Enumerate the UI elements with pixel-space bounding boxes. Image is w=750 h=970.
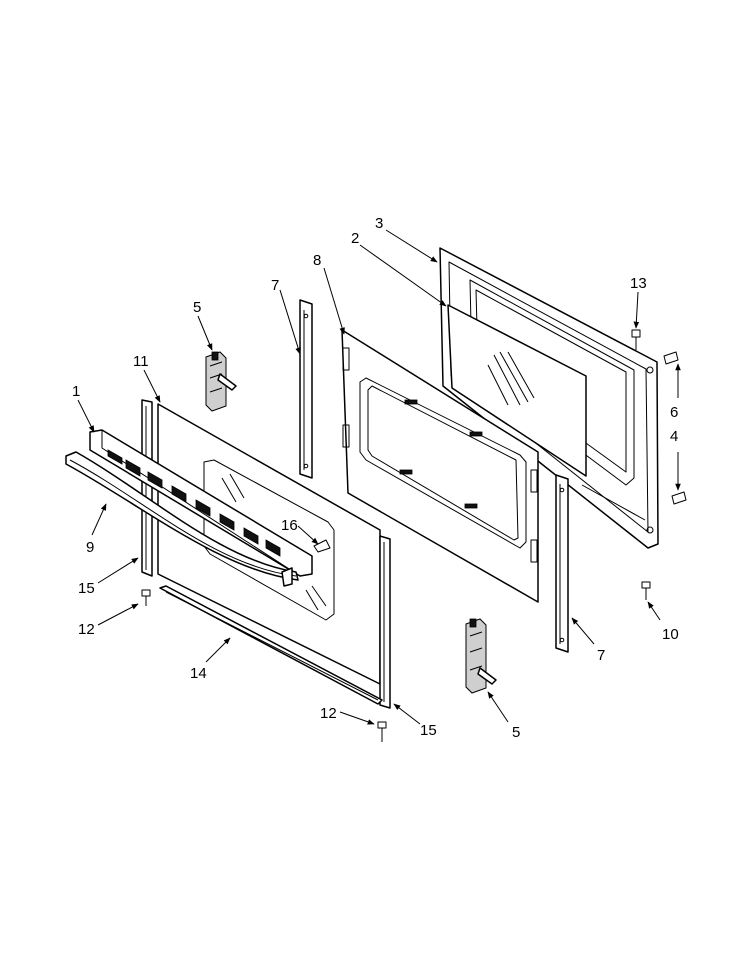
callout-5-top: 5 bbox=[193, 299, 201, 316]
callout-1: 1 bbox=[72, 383, 80, 400]
callout-7-left: 7 bbox=[271, 277, 279, 294]
part-16-screw bbox=[313, 539, 331, 553]
part-15-left-trim bbox=[141, 399, 153, 577]
callout-16: 16 bbox=[281, 517, 298, 534]
callout-10: 10 bbox=[662, 626, 679, 643]
callout-6: 6 bbox=[670, 404, 678, 421]
part-1-vent-panel bbox=[89, 429, 313, 577]
part-7-right-channel bbox=[555, 474, 569, 653]
part-5-top-hinge bbox=[205, 351, 237, 412]
callout-8: 8 bbox=[313, 252, 321, 269]
callout-12-right: 12 bbox=[320, 705, 337, 722]
part-7-left-channel bbox=[299, 299, 313, 479]
callout-15-right: 15 bbox=[420, 722, 437, 739]
callout-13: 13 bbox=[630, 275, 647, 292]
part-5-bottom-hinge bbox=[465, 618, 497, 694]
callout-4: 4 bbox=[670, 428, 678, 445]
part-10-screw bbox=[641, 581, 651, 600]
callout-2: 2 bbox=[351, 230, 359, 247]
part-6-screw bbox=[663, 351, 679, 365]
callout-9: 9 bbox=[86, 539, 94, 556]
part-15-right-trim bbox=[379, 535, 391, 709]
callout-14: 14 bbox=[190, 665, 207, 682]
leader-lines bbox=[77, 229, 681, 725]
callout-12-left: 12 bbox=[78, 621, 95, 638]
part-13-screw bbox=[631, 329, 641, 350]
part-12-right-screw bbox=[377, 721, 387, 742]
callout-5-bottom: 5 bbox=[512, 724, 520, 741]
part-12-left-screw bbox=[141, 589, 151, 606]
vent-slots bbox=[107, 449, 281, 557]
part-14-bottom-trim bbox=[159, 585, 383, 705]
part-4-screw bbox=[671, 491, 687, 505]
part-2-inner-glass bbox=[447, 304, 587, 477]
part-9-door-handle bbox=[65, 451, 299, 587]
callout-3: 3 bbox=[375, 215, 383, 232]
part-8-door-frame bbox=[341, 329, 539, 603]
callout-labels: 3 2 8 7 5 11 1 9 15 12 14 16 13 6 4 10 7… bbox=[72, 215, 679, 741]
callout-15-left: 15 bbox=[78, 580, 95, 597]
callout-11: 11 bbox=[133, 353, 149, 370]
callout-7-right: 7 bbox=[597, 647, 605, 664]
